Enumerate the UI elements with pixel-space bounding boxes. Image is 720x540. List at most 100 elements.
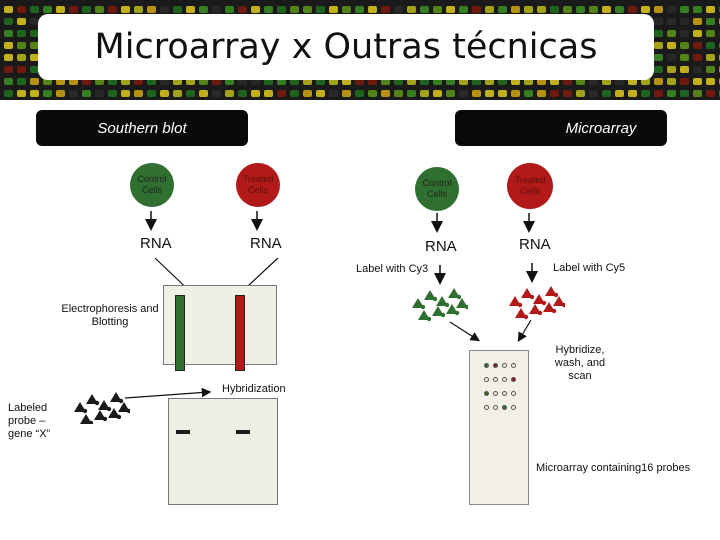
label-cy3: Label with Cy3 xyxy=(356,263,429,275)
banner-spot xyxy=(4,90,13,97)
labeled-molecule xyxy=(118,402,130,412)
banner-spot xyxy=(654,18,663,25)
banner-spot xyxy=(667,6,676,13)
banner-spot xyxy=(407,90,416,97)
labeled-molecule xyxy=(448,288,460,298)
banner-spot xyxy=(706,78,715,85)
banner-spot xyxy=(316,6,325,13)
banner-spot xyxy=(4,78,13,85)
label-dot xyxy=(553,292,559,298)
banner-spot xyxy=(134,90,143,97)
banner-spot xyxy=(17,90,26,97)
hybridization-label: Hybridization xyxy=(222,383,286,395)
banner-spot xyxy=(459,90,468,97)
label-dot xyxy=(561,302,565,308)
banner-spot xyxy=(30,18,39,25)
banner-spot xyxy=(173,6,182,13)
labeled-probe-icon xyxy=(74,392,130,424)
southern-blot-heading-label: Southern blot xyxy=(97,119,187,137)
banner-spot xyxy=(706,18,715,25)
banner-spot xyxy=(186,6,195,13)
label-dot xyxy=(126,408,130,414)
labeled-molecule xyxy=(86,394,98,404)
labeled-molecule xyxy=(424,290,436,300)
banner-spot xyxy=(251,6,260,13)
banner-spot xyxy=(56,90,65,97)
banner-spot xyxy=(17,78,26,85)
banner-spot xyxy=(17,42,26,49)
banner-spot xyxy=(680,78,689,85)
banner-spot xyxy=(420,6,429,13)
southern-control-cells-label: Control Cells xyxy=(137,174,167,195)
banner-spot xyxy=(641,6,650,13)
label-dot xyxy=(94,400,100,406)
labeled-molecule xyxy=(80,414,92,424)
banner-spot xyxy=(173,90,182,97)
banner-spot xyxy=(147,90,156,97)
southern-rna-right: RNA xyxy=(250,235,282,252)
banner-spot xyxy=(654,90,663,97)
labeled-molecule xyxy=(446,304,458,314)
banner-spot xyxy=(654,66,663,73)
banner-spot xyxy=(680,54,689,61)
banner-spot xyxy=(654,30,663,37)
label-dot xyxy=(529,294,535,300)
labeled-molecule xyxy=(74,402,86,412)
label-dot xyxy=(106,406,112,412)
banner-spot xyxy=(30,42,39,49)
arrow-cy5-to-chip xyxy=(517,319,532,343)
banner-spot xyxy=(30,30,39,37)
banner-spot xyxy=(693,42,702,49)
labeled-molecule xyxy=(515,308,527,318)
label-dot xyxy=(541,300,547,306)
probe-spot xyxy=(493,391,498,396)
banner-spot xyxy=(680,66,689,73)
banner-spot xyxy=(693,6,702,13)
labeled-molecule xyxy=(533,294,545,304)
banner-spot xyxy=(108,90,117,97)
probe-spot xyxy=(511,377,516,382)
banner-spot xyxy=(654,42,663,49)
banner-spot xyxy=(667,54,676,61)
banner-spot xyxy=(82,90,91,97)
labeled-molecule xyxy=(521,288,533,298)
banner-spot xyxy=(264,90,273,97)
banner-spot xyxy=(95,6,104,13)
label-dot xyxy=(444,302,450,308)
banner-spot xyxy=(537,6,546,13)
probe-spot xyxy=(502,377,507,382)
banner-spot xyxy=(472,6,481,13)
microarray-heading: Microarray xyxy=(455,110,667,146)
banner-spot xyxy=(667,66,676,73)
labeled-molecule xyxy=(545,286,557,296)
banner-spot xyxy=(381,6,390,13)
banner-spot xyxy=(303,6,312,13)
labeled-molecule xyxy=(456,298,468,308)
banner-spot xyxy=(485,90,494,97)
probe-spot xyxy=(502,363,507,368)
banner-spot xyxy=(4,30,13,37)
label-dot xyxy=(432,296,438,302)
banner-spot xyxy=(199,90,208,97)
gel-lane-treated xyxy=(235,295,245,371)
banner-spot xyxy=(693,78,702,85)
banner-spot xyxy=(225,90,234,97)
banner-spot xyxy=(615,90,624,97)
probe-spot xyxy=(502,405,507,410)
banner-spot xyxy=(576,6,585,13)
banner-spot xyxy=(433,6,442,13)
label-dot xyxy=(537,310,543,316)
labeled-molecule xyxy=(108,408,120,418)
banner-spot xyxy=(511,90,520,97)
banner-spot xyxy=(17,54,26,61)
banner-spot xyxy=(394,6,403,13)
gel-lane-control xyxy=(175,295,185,371)
banner-spot xyxy=(706,66,715,73)
probe-spot xyxy=(484,391,489,396)
banner-spot xyxy=(485,6,494,13)
microarray-chip-caption: Microarray containing16 probes xyxy=(536,462,691,474)
label-dot xyxy=(454,310,460,316)
banner-spot xyxy=(303,90,312,97)
banner-spot xyxy=(537,90,546,97)
banner-spot xyxy=(342,90,351,97)
